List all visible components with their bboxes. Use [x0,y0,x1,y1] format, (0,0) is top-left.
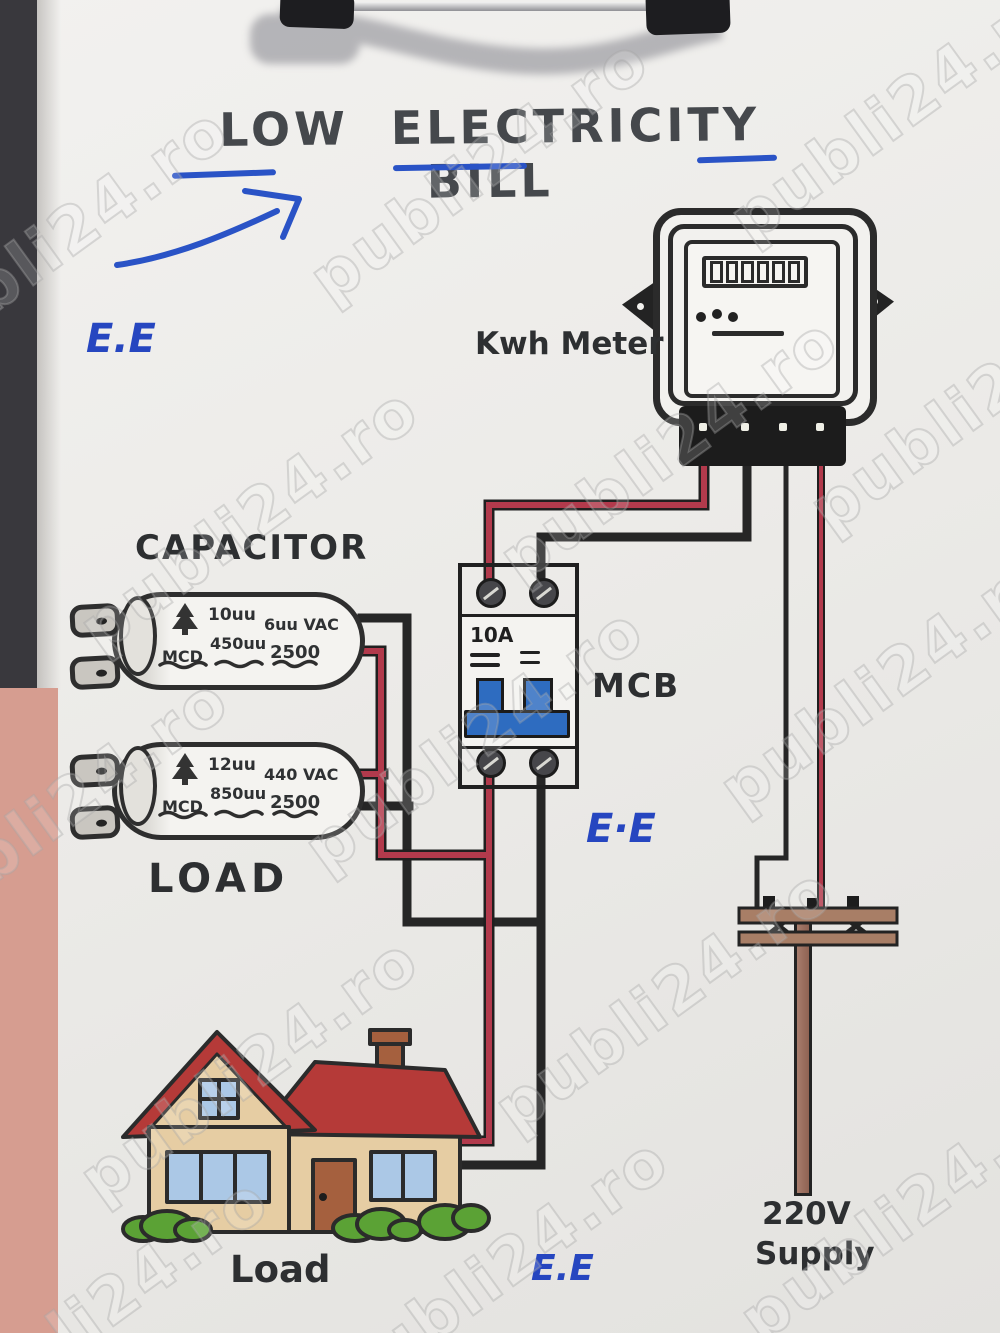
meter-digit [772,261,785,283]
mcb-mark [470,663,500,667]
house-chimney-cap [368,1028,412,1046]
mcb-terminal-screw [529,578,559,608]
meter-digit [787,261,800,283]
annotation-ee-top: E.E [86,316,156,362]
mcb-mark [470,653,500,657]
mcb-terminal-screw [476,748,506,778]
capacitor-code: 2500 [270,642,321,663]
house-gable-window [198,1078,240,1120]
capacitor-voltage: 440 VAC [264,765,339,784]
capacitor-lug [69,804,121,841]
meter-terminal [816,423,824,431]
door-knob [319,1193,327,1201]
meter-dot [712,309,722,319]
capacitor-value: 10uu [208,605,256,625]
house-right-window [369,1150,437,1202]
tree-logo-icon [172,603,198,635]
mcb-terminal-screw [529,748,559,778]
capacitor-body: 10uu 6uu VAC 450uu MCD 2500 [112,592,365,690]
paper-edge-shadow [37,0,61,690]
bush [121,1203,491,1243]
capacitor-1: 10uu 6uu VAC 450uu MCD 2500 [69,592,365,691]
house-left-window [165,1150,271,1204]
wire-black-meter-to-pole [754,449,789,915]
capacitor-rating: 850uu [210,784,267,803]
capacitor-end-seam [119,596,157,676]
mcb-switch-toggle [476,678,504,714]
meter-digit [756,261,769,283]
meter-digit [725,261,738,283]
meter-dash-line [712,331,784,336]
clipboard-left-edge [0,0,37,690]
wire-red-branch-cap1 [359,648,492,858]
clip-pad-right [645,0,731,36]
capacitor-code: 2500 [270,792,321,813]
meter-label: Kwh Meter [475,326,664,362]
meter-terminal [699,423,707,431]
pole-crossarm [737,896,899,947]
tree-logo-icon [172,753,198,785]
mcb-divider [462,614,575,617]
mcb-label: MCB [592,666,681,705]
capacitor-2: 12uu 440 VAC 850uu MCD 2500 [69,742,365,841]
meter-terminal [779,423,787,431]
capacitor-brand: MCD [162,647,203,666]
arrow-up-icon [114,188,302,268]
capacitor-body: 12uu 440 VAC 850uu MCD 2500 [112,742,365,840]
scribble-underline [158,659,318,670]
mcb-breaker: 10A [458,563,579,789]
wire-black-meter-to-mcb [536,447,752,593]
mcb-terminal-screw [476,578,506,608]
wire-red-meter-to-mcb [486,449,707,591]
wire-red-mcb-to-house [453,763,492,1144]
mcb-divider [462,746,575,749]
supply-label-line2: Supply [755,1236,875,1272]
capacitor-footer-label: LOAD [148,856,290,902]
annotation-ee-mid: E·E [586,806,656,852]
meter-inner-frame [668,224,858,406]
clip-wire-bar [330,2,670,11]
scribble-underline [158,809,318,820]
capacitor-lug [69,654,121,691]
meter-dot [696,312,706,322]
desk-surface [0,688,58,1333]
capacitor-value: 12uu [208,755,256,775]
capacitor-lug [69,752,121,789]
wire-black-branch-cap1 [357,613,546,927]
house-main-roof [255,1060,482,1139]
capacitor-rating: 450uu [210,634,267,653]
meter-digit [710,261,723,283]
mcb-mark [520,661,540,664]
house-label: Load [230,1248,331,1291]
annotation-ee-bottom: E.E [531,1248,594,1289]
house-drawing [121,1028,491,1243]
meter-dot [728,312,738,322]
mcb-switch-bar [464,710,570,738]
capacitor-heading: CAPACITOR [135,528,369,568]
meter-tab-hole [637,303,644,310]
mcb-switch-toggle [523,678,553,714]
capacitor-brand: MCD [162,797,203,816]
mcb-rating: 10A [470,623,514,647]
clip-pad-left [279,0,355,30]
meter-digit [741,261,754,283]
capacitor-voltage: 6uu VAC [264,615,339,634]
meter-terminal [741,423,749,431]
meter-terminal-block [679,406,846,466]
capacitor-lug [69,602,121,639]
mcb-mark [520,651,540,654]
wire-black-mcb-to-house [451,761,546,1170]
capacitor-end-seam [119,746,157,826]
supply-label-line1: 220V [762,1196,851,1232]
meter-register [702,256,808,288]
